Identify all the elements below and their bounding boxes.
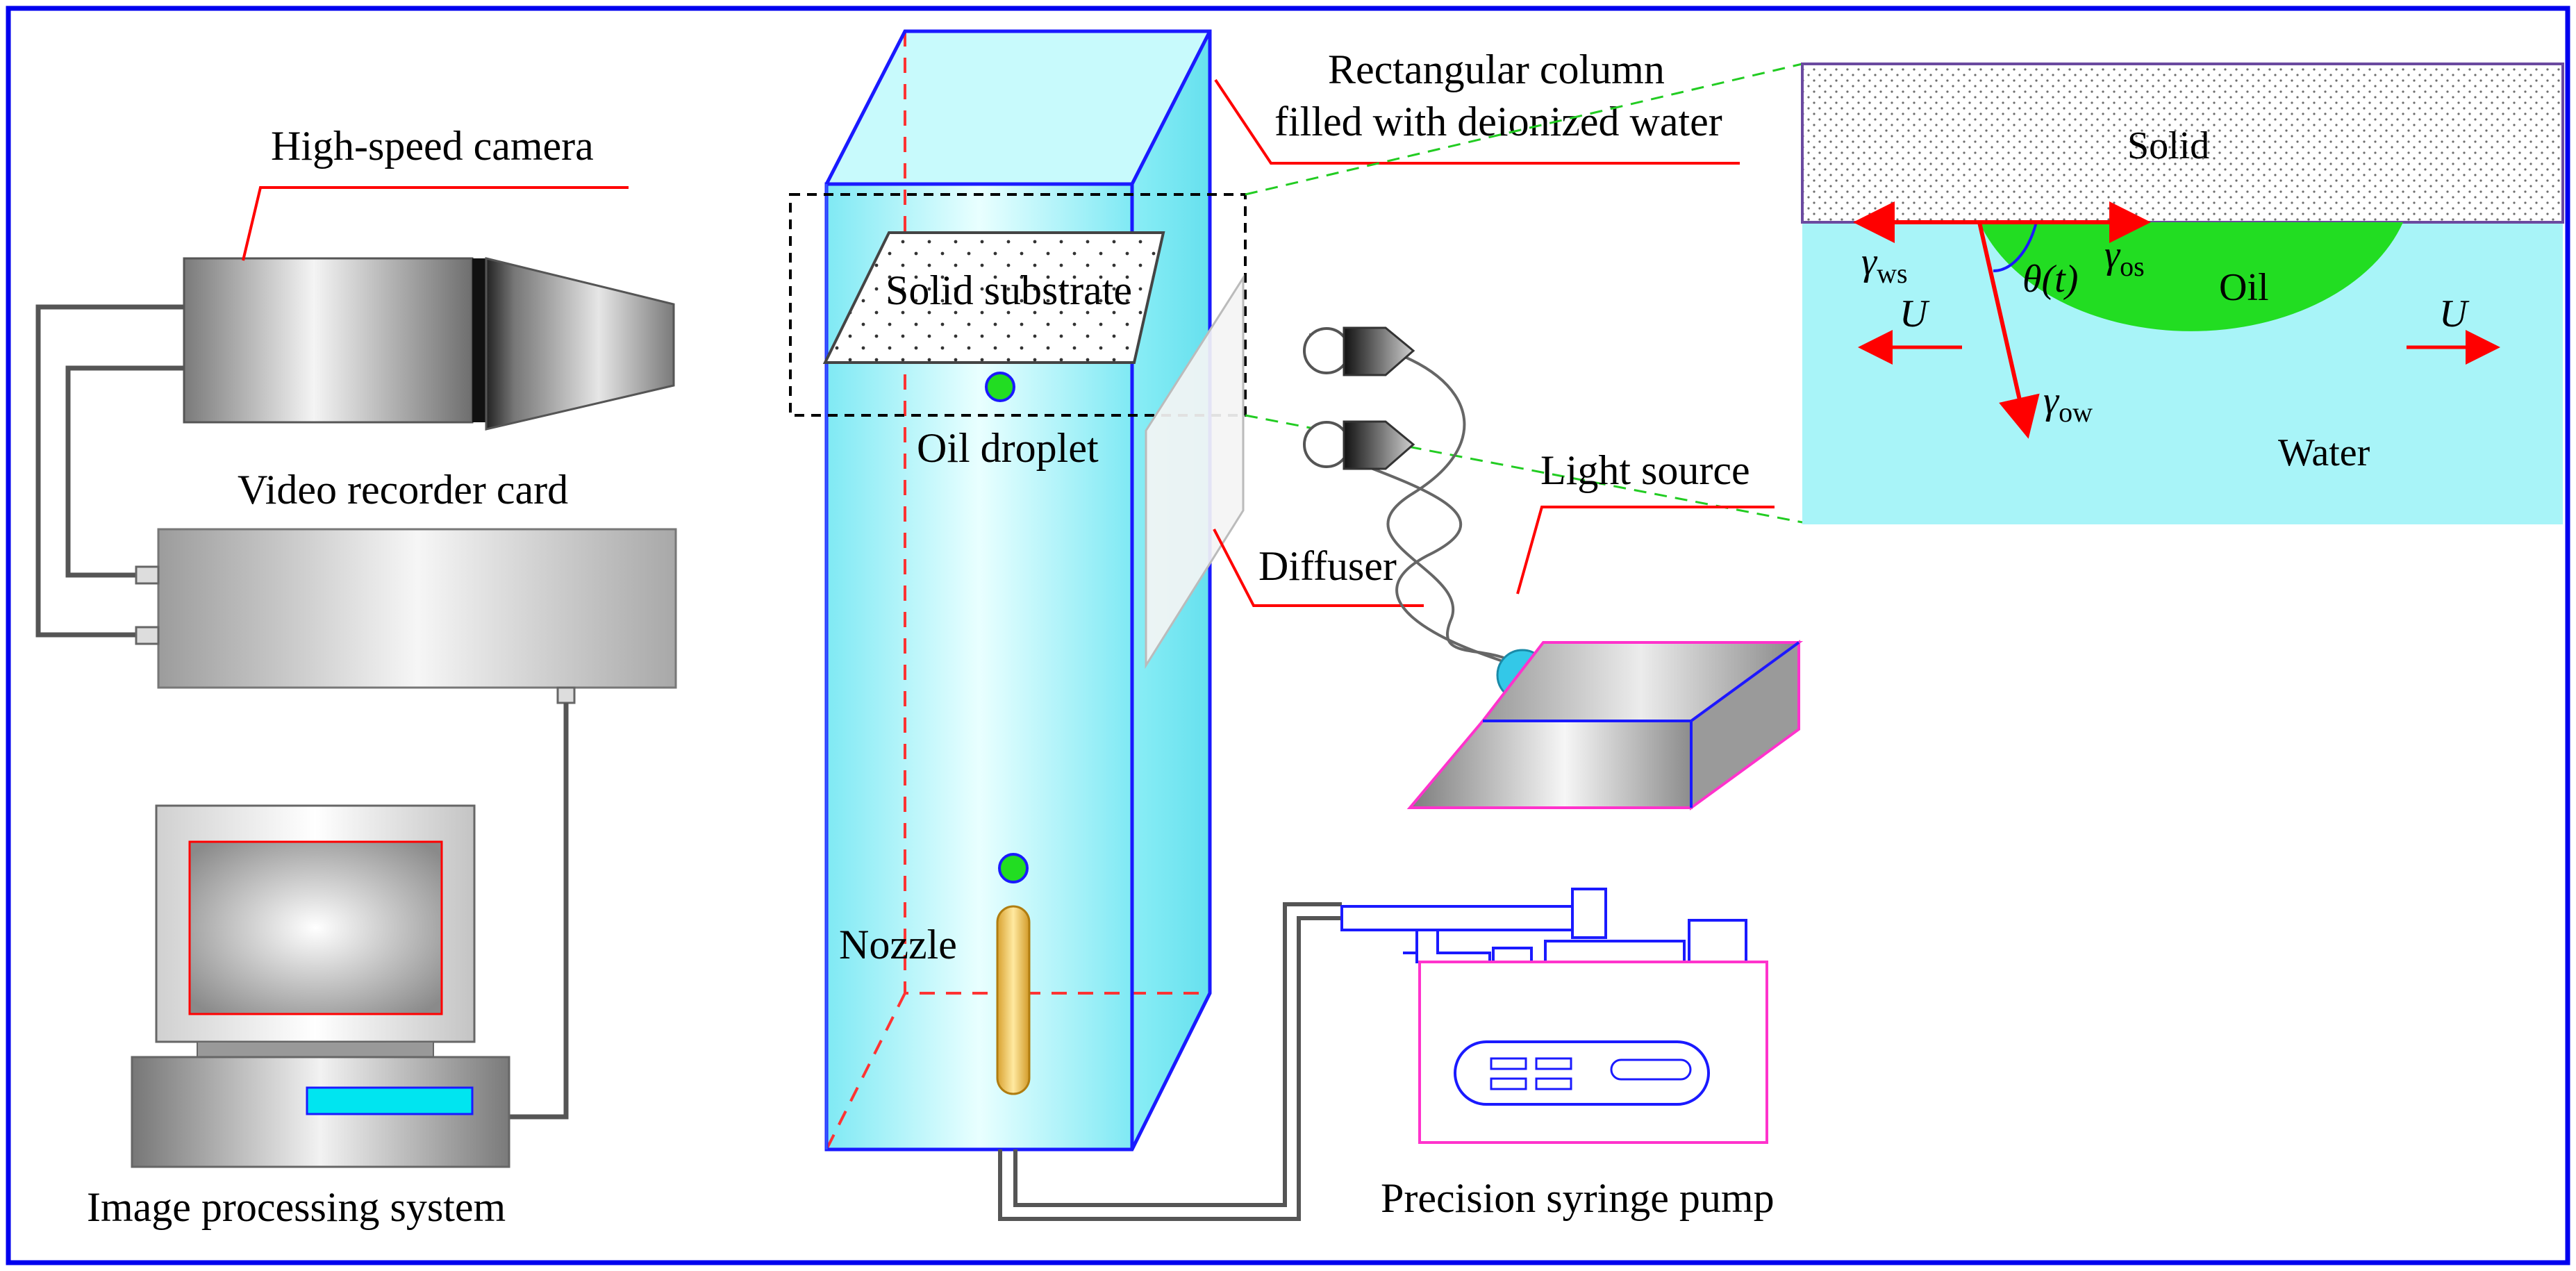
nozzle-label: Nozzle [839, 922, 957, 967]
inset-oil-label: Oil [2219, 266, 2269, 309]
inset-solid-layer [1801, 63, 2564, 224]
nozzle [996, 905, 1031, 1095]
camera-cable-2 [65, 365, 184, 578]
theta-label: θ(t) [2022, 258, 2078, 301]
theta-arc [1993, 222, 2038, 272]
velocity-right-label: U [2439, 292, 2470, 335]
tubing-outer [998, 916, 1342, 1221]
zoom-region-box [789, 193, 1247, 417]
video-recorder-card [135, 528, 677, 704]
computer-label: Image processing system [87, 1184, 506, 1230]
substrate-label: Solid substrate [886, 267, 1132, 313]
gamma-ws-label: γws [1861, 240, 1908, 289]
oil-droplet-bottom [998, 853, 1029, 883]
precision-syringe-pump [1340, 888, 1768, 1144]
high-speed-camera [183, 257, 675, 431]
column-label-line1: Rectangular column [1328, 47, 1665, 92]
diffuser [1145, 274, 1245, 670]
camera-label: High-speed camera [271, 123, 594, 169]
light-source [1303, 326, 1804, 811]
solid-substrate [822, 231, 1165, 364]
recorder-label: Video recorder card [238, 467, 568, 513]
gamma-ow-label: γow [2043, 379, 2093, 428]
gamma-os-label: γos [2104, 233, 2145, 282]
tubing-inner [1013, 902, 1342, 1207]
inset-solid-label: Solid [2127, 124, 2209, 167]
diffuser-leader-line [1213, 529, 1424, 607]
gamma-ow-arrow [1977, 222, 2040, 439]
inset-oil-drop [1979, 222, 2403, 331]
oil-droplet-top [985, 372, 1015, 402]
diffuser-label: Diffuser [1258, 543, 1397, 589]
zoom-line-top [1245, 63, 1803, 196]
inset-water-label: Water [2278, 431, 2370, 474]
pump-label: Precision syringe pump [1381, 1175, 1775, 1221]
column-leader-line [1214, 78, 1740, 165]
droplet-label: Oil droplet [917, 425, 1099, 471]
light-source-label: Light source [1540, 447, 1750, 493]
image-processing-computer [131, 804, 510, 1168]
velocity-left-label: U [1900, 292, 1930, 335]
column-label-line2: filled with deionized water [1274, 99, 1722, 144]
camera-leader-line [242, 186, 629, 261]
light-source-leader-line [1516, 506, 1775, 595]
recorder-to-computer-cable [509, 703, 569, 1120]
camera-cable-1 [35, 304, 184, 638]
contact-angle-inset [1801, 63, 2564, 524]
